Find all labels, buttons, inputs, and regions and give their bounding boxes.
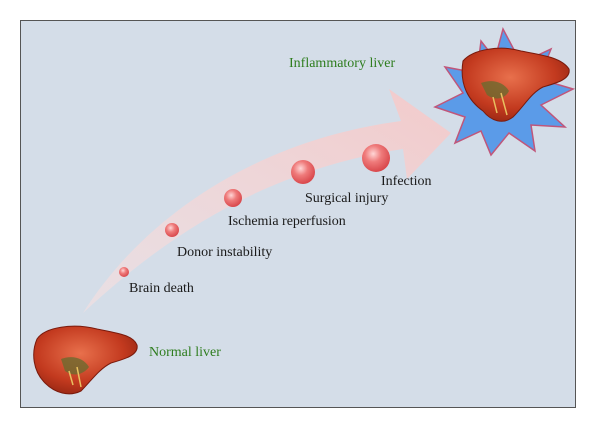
inflammatory-liver-label: Inflammatory liver (289, 56, 395, 71)
stage-label-surgical-injury: Surgical injury (305, 191, 388, 206)
stage-label-donor-instability: Donor instability (177, 245, 272, 260)
stage-label-brain-death: Brain death (129, 281, 194, 296)
inflammatory-liver-icon (433, 26, 575, 157)
stage-bubble-infection (362, 144, 390, 172)
stage-bubble-ischemia-reperfusion (224, 189, 242, 207)
normal-liver-label: Normal liver (149, 345, 221, 360)
normal-liver-shape (33, 325, 138, 395)
stage-bubble-brain-death (119, 267, 129, 277)
progression-arrow (83, 89, 451, 313)
diagram-frame: Brain death Donor instability Ischemia r… (20, 20, 576, 408)
stage-bubble-donor-instability (165, 223, 179, 237)
stage-label-ischemia-reperfusion: Ischemia reperfusion (228, 214, 346, 229)
stage-label-infection: Infection (381, 174, 432, 189)
diagram-canvas: Brain death Donor instability Ischemia r… (33, 26, 575, 395)
stage-bubble-surgical-injury (291, 160, 315, 184)
inflammatory-liver-shape (461, 47, 570, 122)
normal-liver-icon (33, 325, 138, 395)
